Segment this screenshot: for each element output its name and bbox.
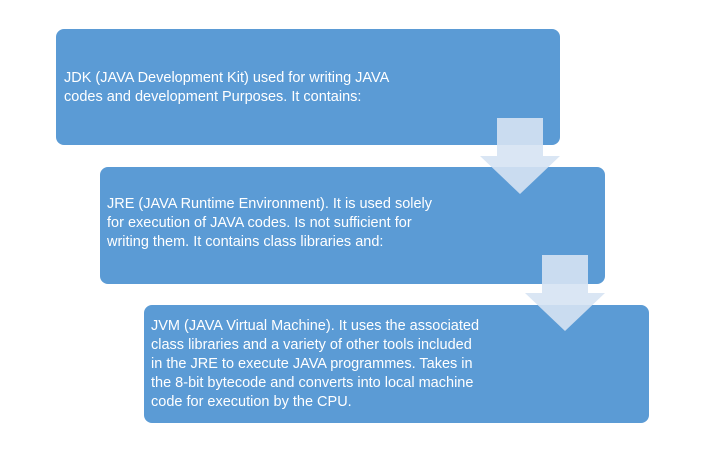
jvm-description: JVM (JAVA Virtual Machine). It uses the … [151,318,480,410]
jdk-box: JDK (JAVA Development Kit) used for writ… [56,29,560,145]
jre-description: JRE (JAVA Runtime Environment). It is us… [107,196,433,250]
jdk-description: JDK (JAVA Development Kit) used for writ… [64,70,390,105]
down-arrow-icon [525,255,605,331]
down-arrow-icon [480,118,560,194]
